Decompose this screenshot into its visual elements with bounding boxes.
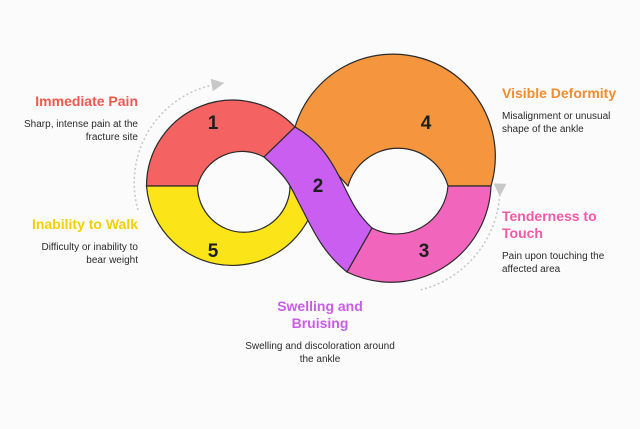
segment-2-number: 2 [313, 176, 324, 197]
segment-1-number: 1 [208, 113, 219, 134]
segment-4-visible-deformity [294, 53, 496, 188]
segment-1-immediate-pain [145, 99, 296, 187]
flow-arrow-bottom-right [419, 183, 507, 291]
stage-1-description: Sharp, intense pain at the fracture site [24, 119, 138, 143]
stage-1-title: Immediate Pain [35, 93, 138, 109]
segment-3-number: 3 [419, 241, 430, 262]
stage-3-description: Pain upon touching the affected area [502, 251, 605, 275]
flow-arrow-top-left [133, 78, 225, 211]
stage-5-description: Difficulty or inability to bear weight [41, 242, 138, 266]
stage-3-title: Tenderness to Touch [502, 208, 597, 241]
segment-3-tenderness-to-touch [346, 185, 492, 283]
stage-2-label: Swelling and Bruising Swelling and disco… [245, 298, 395, 366]
stage-4-label: Visible Deformity Misalignment or unusua… [502, 85, 634, 136]
stage-1-label: Immediate Pain Sharp, intense pain at th… [20, 93, 138, 144]
segment-2-swelling-and-bruising [263, 126, 373, 273]
stage-5-title: Inability to Walk [31, 216, 138, 232]
segment-4-number: 4 [421, 113, 432, 134]
stage-2-title: Swelling and Bruising [277, 298, 363, 331]
stage-5-label: Inability to Walk Difficulty or inabilit… [20, 216, 138, 267]
stage-3-label: Tenderness to Touch Pain upon touching t… [502, 208, 634, 276]
stage-2-description: Swelling and discoloration around the an… [245, 341, 395, 365]
stage-4-description: Misalignment or unusual shape of the ank… [502, 111, 611, 135]
stage-4-title: Visible Deformity [502, 85, 617, 101]
segment-5-inability-to-walk [145, 185, 319, 267]
segment-5-number: 5 [208, 241, 219, 262]
